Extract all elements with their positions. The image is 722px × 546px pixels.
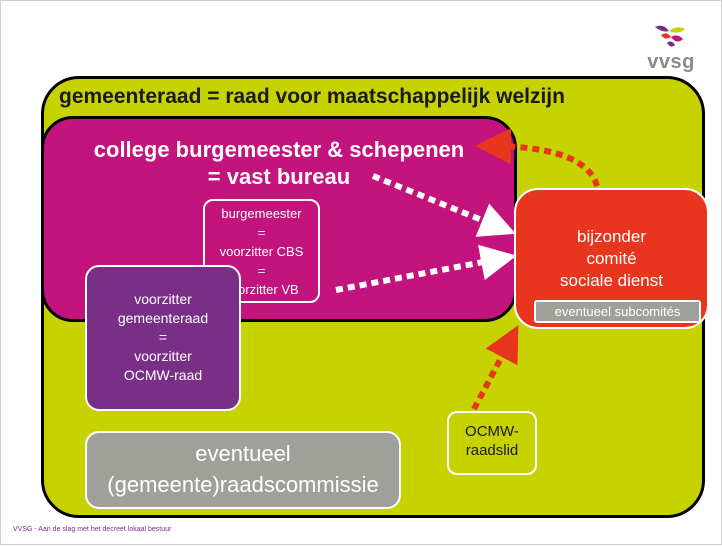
arrow-special-to-college (475, 128, 600, 188)
mayor-line: voorzitter VB (224, 282, 299, 297)
footer-text: VVSG - Aan de slag met het decreet lokaa… (13, 526, 172, 533)
mayor-line: = (257, 225, 266, 240)
arrow-college-to-special (371, 173, 516, 237)
vvsg-logo: vvsg (641, 23, 701, 73)
mayor-line: burgemeester (221, 206, 302, 221)
ocmw-member-line: raadslid (465, 442, 519, 459)
council-title: gemeenteraad = raad voor maatschappelijk… (59, 85, 565, 108)
chair-box (85, 265, 241, 411)
committee-line: eventueel (195, 441, 291, 466)
vvsg-logo-icon (655, 25, 685, 47)
ocmw-member-line: OCMW- (465, 423, 519, 440)
mayor-box (203, 199, 320, 303)
logo-text: vvsg (647, 51, 695, 73)
special-committee-line: bijzonder (577, 227, 646, 246)
chair-line: OCMW-raad (123, 367, 203, 383)
chair-line: voorzitter (134, 348, 192, 364)
subcommittees-label: eventueel subcomités (534, 300, 701, 323)
ocmw-member-box (447, 411, 537, 475)
chair-line: gemeenteraad (117, 310, 209, 326)
special-committee-line: comité (586, 249, 637, 268)
arrow-member-to-special (471, 325, 519, 411)
mayor-line: = (257, 263, 266, 278)
chair-line: voorzitter (134, 291, 192, 307)
college-title-line-1: college burgemeester & schepenen (93, 137, 465, 162)
chair-line: = (158, 329, 168, 345)
mayor-line: voorzitter CBS (219, 244, 304, 259)
special-committee-line: sociale dienst (559, 271, 663, 290)
arrow-mayor-to-special (335, 244, 517, 293)
college-title-line-2: = vast bureau (207, 164, 351, 189)
committee-line: (gemeente)raadscommissie (107, 472, 379, 497)
committee-box (85, 431, 401, 509)
